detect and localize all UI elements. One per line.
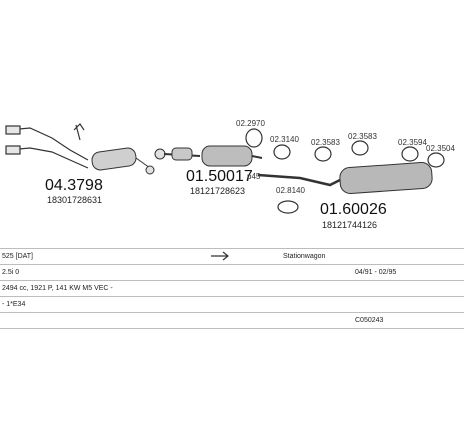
part-code-2: 01.50017 [186,168,253,185]
reference-code: C050243 [355,317,384,324]
engine-label: 2.5i 0 [2,269,20,276]
clamp-label-2970: 02.2970 [236,119,265,128]
info-row-engine: 2.5i 0 04/91 - 02/95 [0,265,464,281]
clamp-label-3583a: 02.3583 [311,138,340,147]
info-row-model: 525 [DAT] Stationwagon [0,248,464,265]
clamp-3583a-icon [314,146,332,162]
clamp-label-3594: 02.3594 [398,138,427,147]
part-ref-3: 18121744126 [322,220,377,230]
catalytic-converter-icon [91,147,155,175]
part-code-3: 01.60026 [320,201,387,218]
info-row-ref: C050243 [0,313,464,329]
hanger-8140-icon [277,200,299,214]
clamp-label-3140: 02.3140 [270,135,299,144]
engine-spec: 2494 cc, 1921 P, 141 KW M5 VEC - [2,285,113,292]
arrow-right-icon [210,249,230,264]
clamp-3583b-icon [351,140,369,156]
hanger-label-8140: 02.8140 [276,186,305,195]
clamp-3140-icon [273,144,291,160]
rear-silencer-icon [257,161,433,195]
part-code-1: 04.3798 [45,177,103,194]
middle-silencer-icon [154,145,263,167]
production-dates: 04/91 - 02/95 [355,269,397,276]
front-downpipe-icon [5,123,89,169]
model-label: 525 [DAT] [2,253,33,260]
clamp-3504-icon [427,152,445,168]
clamp-label-3504: 02.3504 [426,144,455,153]
clamp-icons [245,128,445,214]
part-ref-2: 18121728623 [190,186,245,196]
chassis-code: - 1*E34 [2,301,26,308]
exhaust-parts-diagram: 04.3798 18301728631 01.50017 18121728623… [5,119,455,230]
clamp-2970-icon [245,128,263,148]
part-ref-1: 18301728631 [47,195,102,205]
body-type: Stationwagon [283,253,326,260]
clamp-3594-icon [401,146,419,162]
part-tag-2: p45 [247,172,261,181]
clamp-label-3583b: 02.3583 [348,132,377,141]
info-row-chassis: - 1*E34 [0,297,464,313]
vehicle-info-table: 525 [DAT] Stationwagon 2.5i 0 04/91 - 02… [0,248,464,329]
info-row-spec: 2494 cc, 1921 P, 141 KW M5 VEC - [0,281,464,297]
